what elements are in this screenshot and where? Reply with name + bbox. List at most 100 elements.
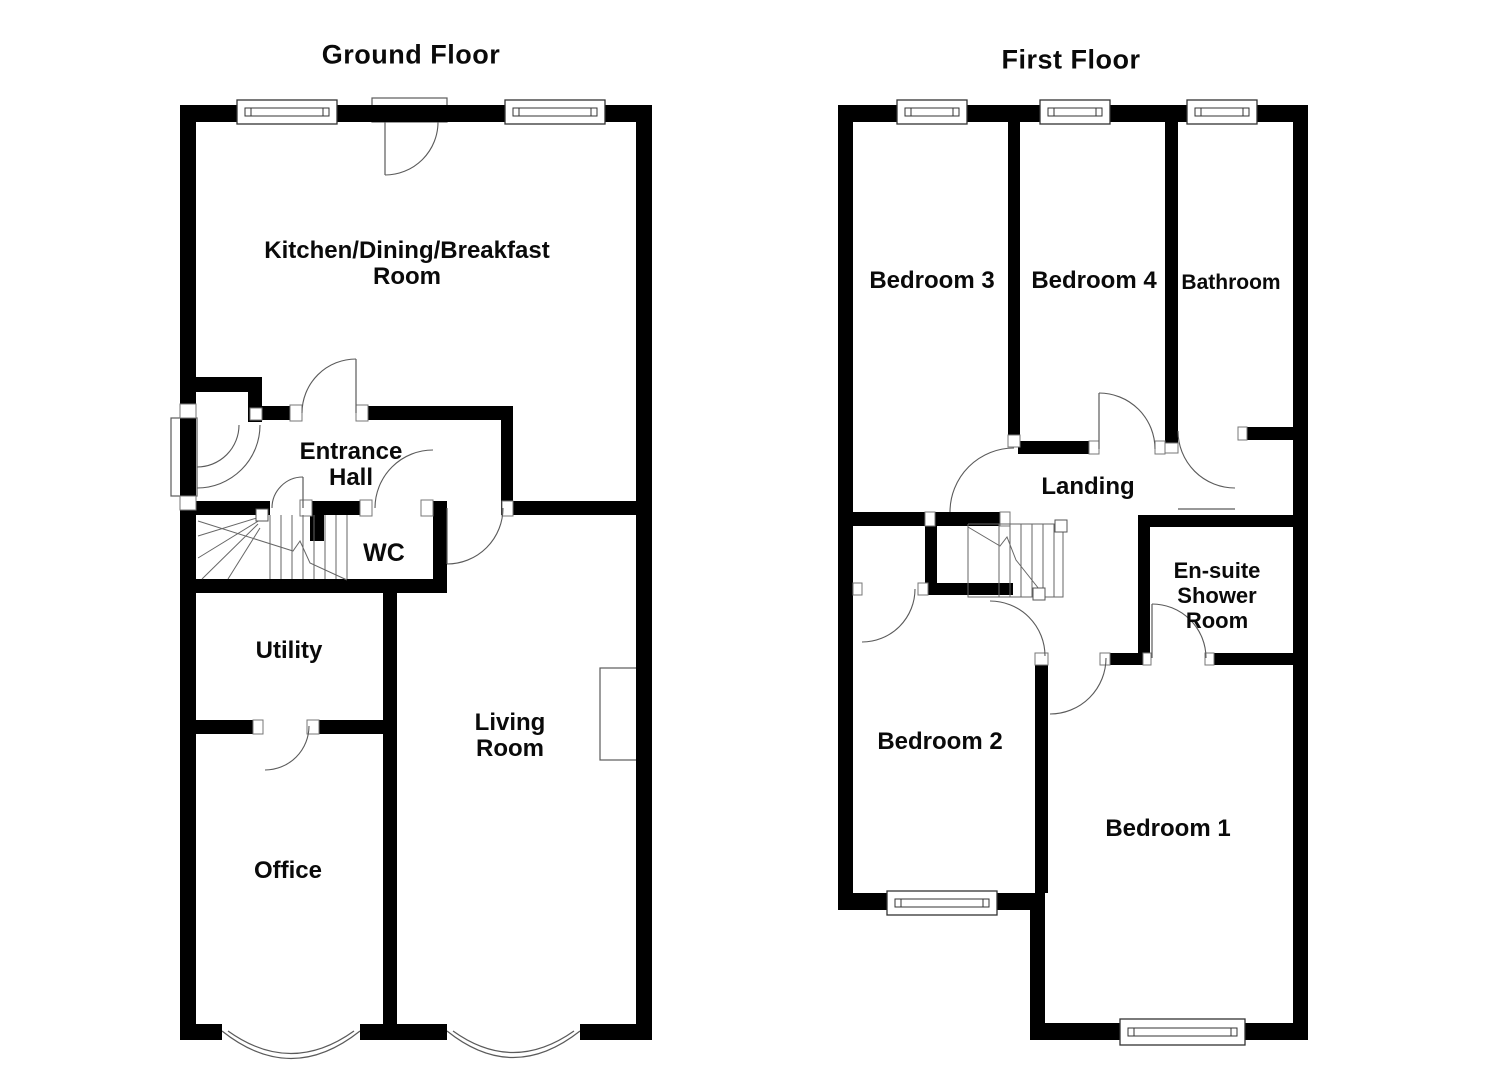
door-swing-arc	[264, 725, 310, 771]
bay-window-curve	[452, 1030, 575, 1054]
stair-newel	[255, 508, 269, 522]
first-floor-title: First Floor	[1001, 44, 1141, 75]
window-tick	[512, 107, 520, 117]
wall	[1030, 893, 1045, 1040]
door-jamb	[1164, 442, 1179, 454]
room-label-bedroom-3: Bedroom 3	[869, 267, 994, 294]
window-tick	[1230, 1027, 1238, 1037]
door-jamb	[1204, 652, 1215, 666]
door-swing-arc	[1151, 603, 1207, 659]
door-swing-arc	[196, 424, 261, 489]
wall	[319, 720, 383, 734]
window-tick	[1095, 107, 1103, 117]
stair-line	[197, 516, 261, 537]
wall	[1008, 122, 1020, 437]
window-glass	[904, 107, 960, 117]
room-label-bathroom: Bathroom	[1181, 271, 1280, 294]
wall	[383, 593, 397, 1024]
door-swing-arc	[989, 600, 1046, 657]
wall	[1165, 122, 1178, 443]
bay-window-curve	[227, 1030, 355, 1054]
room-label-landing: Landing	[1041, 473, 1134, 500]
door-swing-arc	[949, 447, 1015, 513]
window-tick	[894, 898, 902, 908]
door-swing-arc	[196, 424, 240, 468]
door-jamb	[355, 404, 369, 422]
room-label-entrance-hall: Entrance	[300, 438, 403, 465]
room-label-utility: Utility	[256, 637, 323, 664]
door-jamb	[249, 407, 263, 421]
door-jamb	[1088, 440, 1100, 455]
door-jamb	[917, 582, 929, 596]
door-swing-arc	[1177, 430, 1236, 489]
wall	[1293, 105, 1308, 1040]
fixture	[599, 667, 640, 761]
room-label-bedroom-2: Bedroom 2	[877, 728, 1002, 755]
wall	[196, 720, 263, 734]
window-glass	[1047, 107, 1103, 117]
door-swing-arc	[1098, 392, 1156, 450]
door-jamb	[252, 719, 264, 735]
door-jamb	[299, 499, 313, 517]
wall	[1213, 653, 1293, 665]
room-label-wc: WC	[363, 539, 405, 567]
room-label-bedroom-1: Bedroom 1	[1105, 815, 1230, 842]
door-jamb	[1034, 652, 1049, 666]
door-jamb	[179, 403, 197, 419]
door-jamb	[999, 511, 1011, 527]
door-opening	[270, 500, 300, 516]
window-glass	[1194, 107, 1250, 117]
room-label-living-room: Living	[475, 709, 546, 736]
stair-line	[201, 523, 259, 580]
door-jamb	[1007, 434, 1021, 448]
door-jamb	[852, 582, 863, 596]
room-label-en-suite-shower-room: Room	[1186, 608, 1248, 633]
stair-line	[967, 526, 1040, 590]
room-label-entrance-hall: Hall	[329, 464, 373, 491]
door-jamb	[420, 499, 434, 517]
door-jamb	[179, 495, 197, 511]
wall	[1035, 665, 1048, 893]
window-glass	[512, 107, 598, 117]
room-label-en-suite-shower-room: En-suite	[1174, 558, 1261, 583]
wall	[180, 105, 196, 1040]
window-glass	[1127, 1027, 1238, 1037]
ground-floor-title: Ground Floor	[321, 39, 501, 70]
room-label-bedroom-4: Bedroom 4	[1031, 267, 1157, 294]
bay-window-curve	[221, 1030, 361, 1059]
wall	[180, 1024, 222, 1040]
window-tick	[982, 898, 990, 908]
wall	[925, 526, 937, 583]
door-jamb	[306, 719, 320, 735]
stair-newel	[1054, 519, 1068, 533]
stair-line	[197, 519, 261, 559]
wall	[360, 1024, 447, 1040]
wall	[196, 377, 262, 392]
wall	[1247, 427, 1293, 440]
door-jamb	[1154, 440, 1166, 455]
wall	[196, 579, 447, 593]
door-swing-arc	[301, 358, 357, 414]
wall	[636, 105, 652, 1040]
window-tick	[1047, 107, 1055, 117]
wall	[513, 501, 636, 515]
door-swing-arc	[1049, 657, 1107, 715]
room-label-office: Office	[254, 857, 322, 884]
window-glass	[244, 107, 330, 117]
wall	[925, 583, 1013, 595]
wall	[1138, 515, 1150, 659]
door-jamb	[359, 499, 373, 517]
door-swing-arc	[374, 449, 434, 509]
door-swing-arc	[384, 121, 439, 176]
door-jamb	[1142, 652, 1152, 666]
door-jamb	[924, 511, 936, 527]
wall	[501, 406, 513, 515]
window-tick	[590, 107, 598, 117]
wall	[838, 105, 853, 910]
window-tick	[952, 107, 960, 117]
window-tick	[244, 107, 252, 117]
bay-window-curve	[446, 1030, 581, 1058]
room-label-en-suite-shower-room: Shower	[1177, 583, 1257, 608]
wall	[1138, 515, 1293, 527]
